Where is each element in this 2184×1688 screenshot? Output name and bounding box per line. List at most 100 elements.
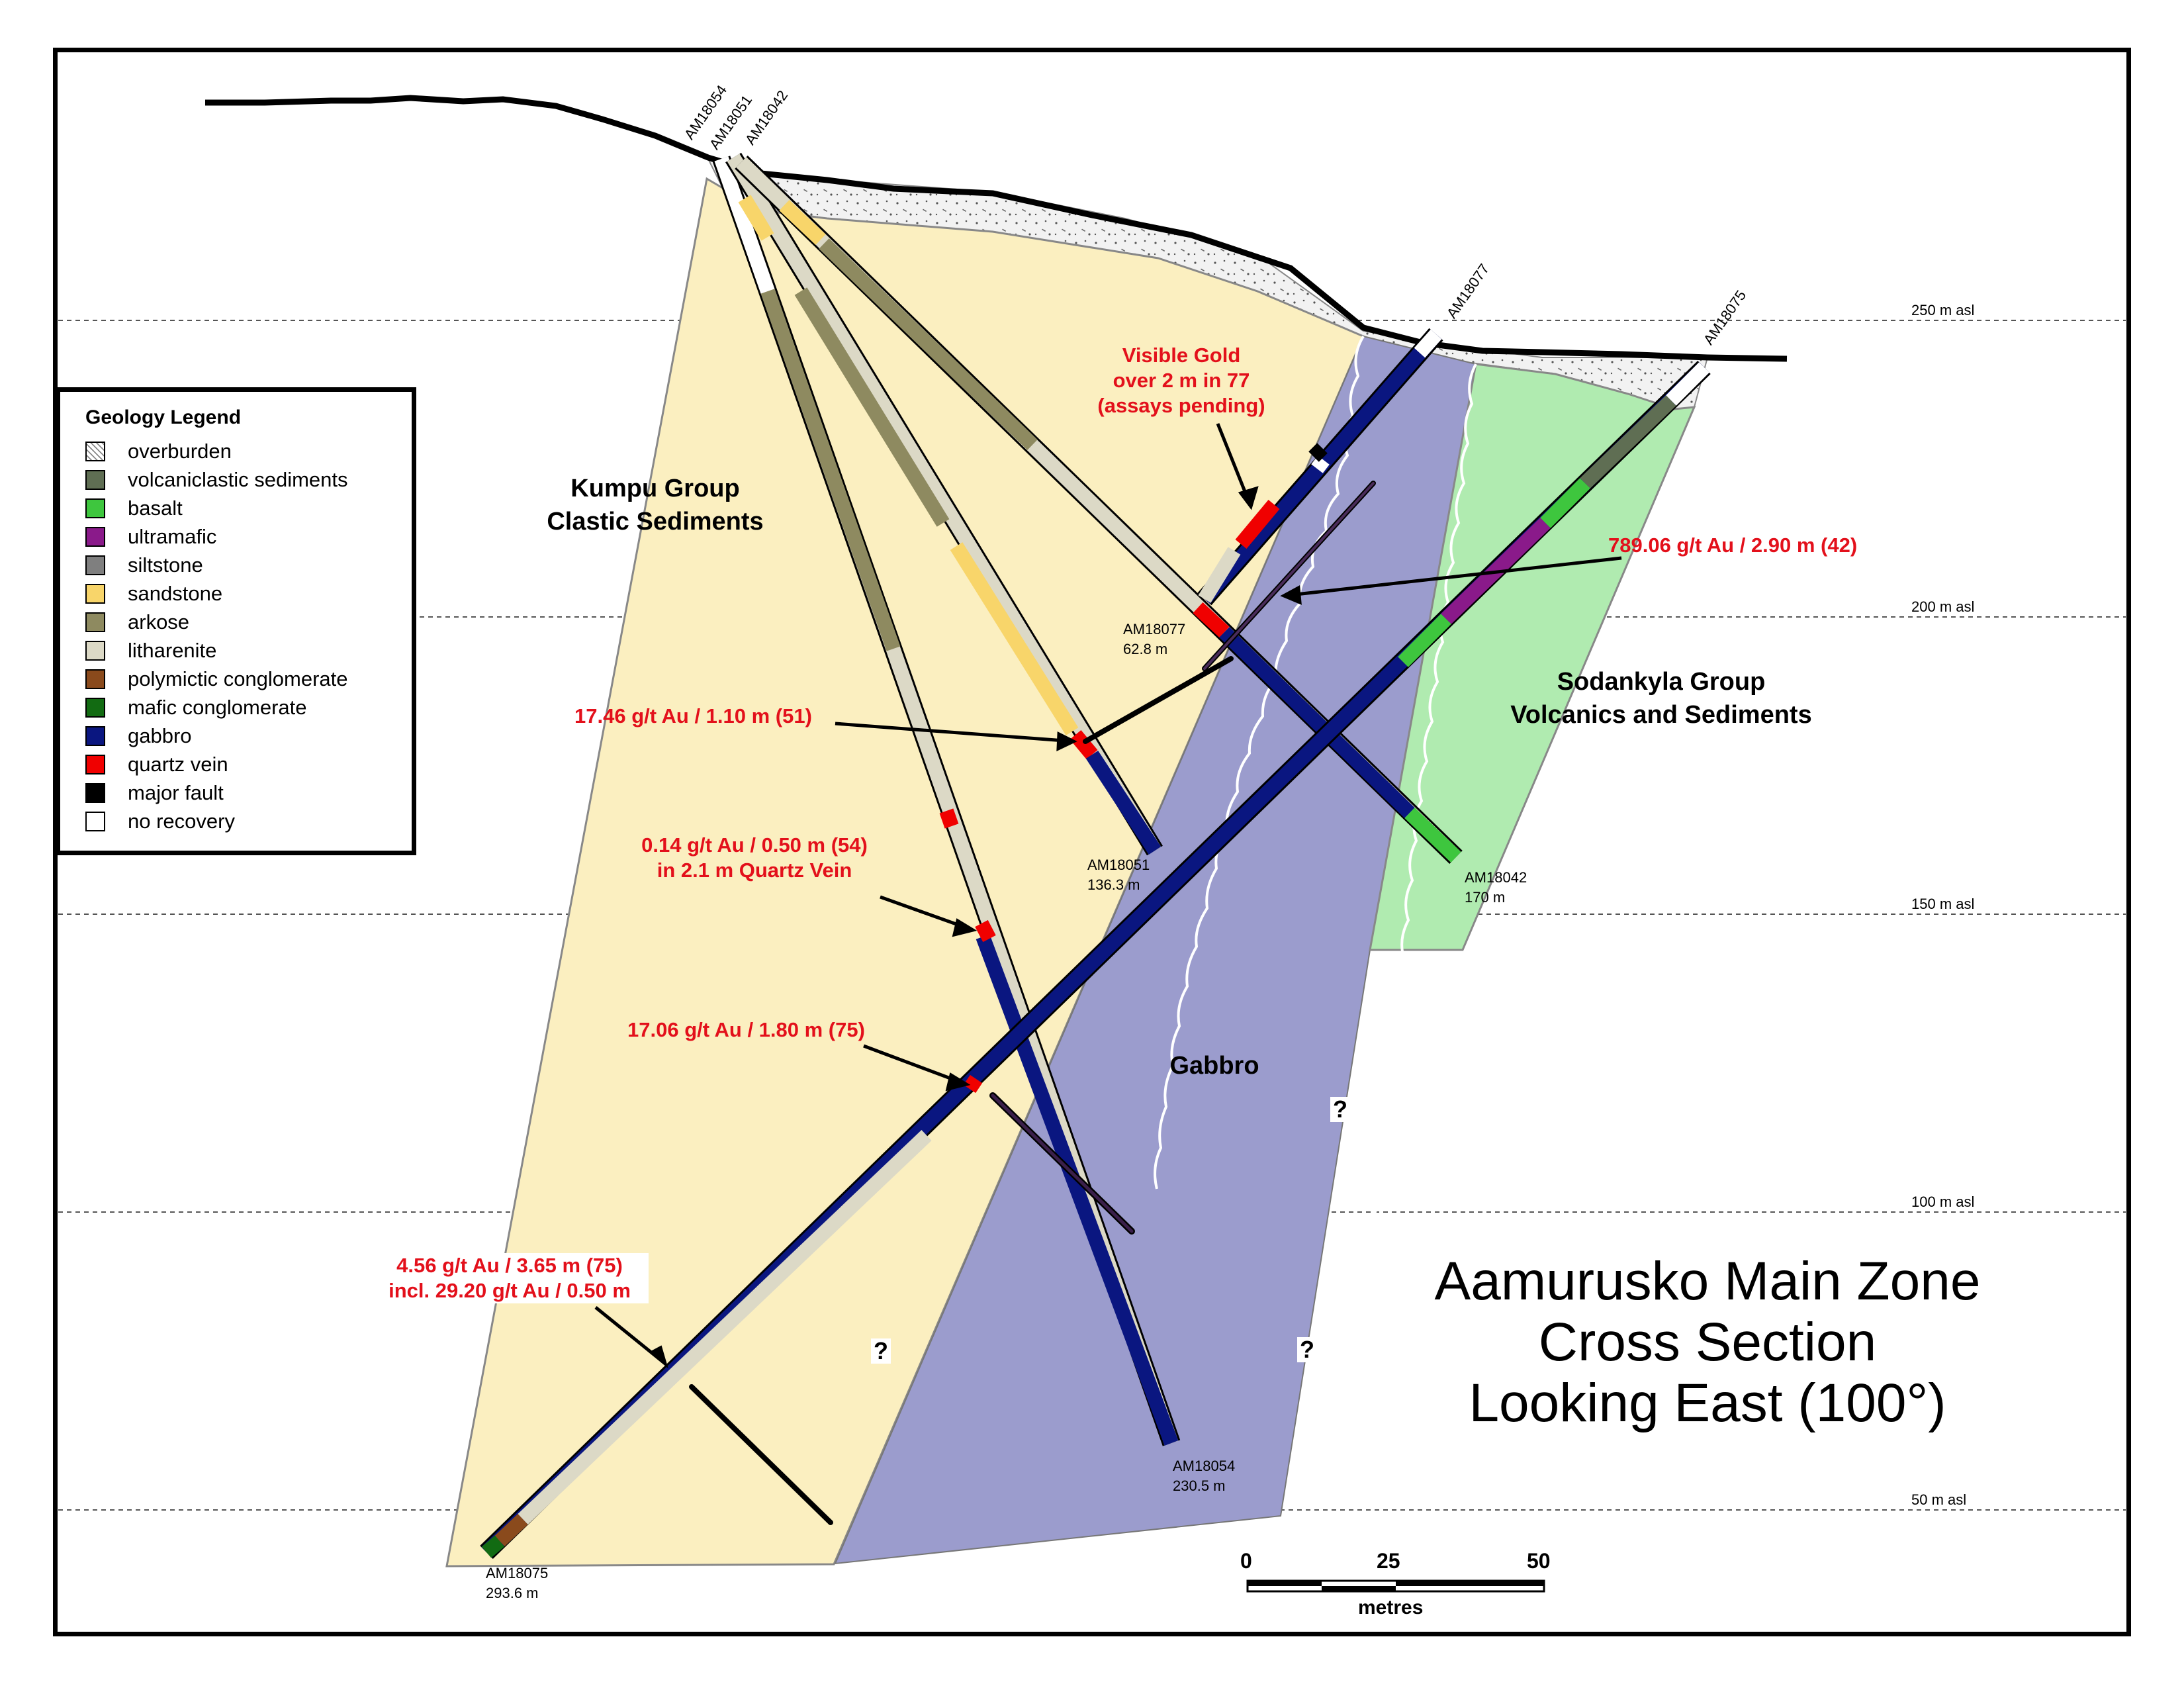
legend-label: siltstone — [128, 553, 203, 577]
hole-depth: 136.3 m — [1087, 876, 1140, 893]
legend-item: litharenite — [85, 636, 412, 665]
hole-am18054-norecovery — [714, 156, 775, 294]
arrowhead-a75a — [945, 1072, 971, 1092]
hole-am18075-polycong — [494, 1513, 528, 1547]
scale-tick-0: 0 — [1240, 1549, 1252, 1573]
uncertain-contact-mark: ? — [871, 1338, 891, 1364]
legend-item: siltstone — [85, 551, 412, 579]
legend-label: arkose — [128, 610, 190, 633]
hole-am18075-top — [1666, 362, 1709, 406]
hole-depth: 62.8 m — [1123, 641, 1168, 657]
elevation-label-50: 50 m asl — [1911, 1491, 1967, 1508]
gabbro-unit-area — [834, 335, 1477, 1565]
sodankyla-unit-area — [1369, 363, 1696, 951]
structure-mid — [1083, 656, 1234, 744]
annotation-am18054: 0.14 g/t Au / 0.50 m (54) in 2.1 m Quart… — [641, 833, 868, 882]
arrow-a42 — [1283, 556, 1622, 598]
hole-id: AM18051 — [1087, 857, 1150, 873]
topography-line — [205, 95, 1788, 362]
legend-label: polymictic conglomerate — [128, 667, 348, 690]
polymictic-conglomerate-swatch — [85, 669, 105, 689]
arrowhead-a54 — [952, 918, 978, 937]
legend-label: ultramafic — [128, 524, 217, 548]
hole-id: AM18075 — [486, 1565, 549, 1581]
hole-am18054-arkose — [760, 289, 901, 651]
gabbro-east-contact — [1345, 363, 1477, 1517]
hole-am18042-qv — [1193, 602, 1230, 638]
hole-am18042-gabbro — [1219, 627, 1415, 818]
legend-label: basalt — [128, 496, 183, 520]
legend-label: mafic conglomerate — [128, 695, 307, 719]
hole-am18075-maficcong — [481, 1535, 505, 1558]
annotation-am18075-upper: 17.06 g/t Au / 1.80 m (75) — [627, 1018, 865, 1041]
elevation-label-150: 150 m asl — [1911, 896, 1975, 912]
hole-am18075-volc — [1580, 395, 1676, 489]
hole-am18054-qv1 — [939, 808, 959, 829]
annotation-am18075-lower: 4.56 g/t Au / 3.65 m (75) incl. 29.20 g/… — [371, 1253, 649, 1303]
legend-item: mafic conglomerate — [85, 693, 412, 722]
hole-am18051-sand2 — [950, 542, 1079, 735]
hole-am18054-gabbro — [976, 934, 1179, 1446]
gabbro-west-contact — [1154, 335, 1365, 1190]
hole-am18077-fault — [1308, 443, 1328, 462]
elevation-label-250: 250 m asl — [1911, 302, 1975, 318]
elevation-label-100: 100 m asl — [1911, 1194, 1975, 1210]
legend-label: overburden — [128, 439, 232, 463]
hole-id: AM18042 — [1465, 869, 1527, 886]
legend-label: gabbro — [128, 724, 192, 747]
gabbro-swatch — [85, 726, 105, 746]
hole-am18042-sand — [779, 200, 826, 245]
title-line-3: Looking East (100°) — [1469, 1373, 1946, 1433]
arrowhead-a75b — [649, 1345, 668, 1369]
legend-item: polymictic conglomerate — [85, 665, 412, 693]
hole-am18042-arkose — [819, 238, 1038, 450]
legend-item: arkose — [85, 608, 412, 636]
legend-label: volcaniclastic sediments — [128, 467, 348, 491]
sodankyla-unit-label: Sodankyla Group Volcanics and Sediments — [1510, 668, 1812, 729]
hole-am18042-basalt — [1404, 808, 1461, 863]
quartz-vein-swatch — [85, 754, 105, 774]
ultramafic-swatch — [85, 526, 105, 547]
no-recovery-swatch — [85, 811, 105, 831]
map-frame — [53, 48, 2131, 1636]
hole-am18077-top — [1414, 329, 1442, 358]
hole-am18075-basalt1 — [1540, 478, 1590, 528]
legend-item: basalt — [85, 494, 412, 522]
hole-am18054-qv2 — [975, 919, 996, 943]
legend-item: quartz vein — [85, 750, 412, 778]
drill-holes — [480, 152, 1711, 1560]
scale-seg-3 — [1396, 1581, 1544, 1586]
section-title: Aamurusko Main Zone Cross Section Lookin… — [1377, 1251, 2038, 1434]
hole-id: AM18054 — [1173, 1458, 1236, 1474]
gabbro-unit-label: Gabbro — [1169, 1052, 1259, 1080]
mafic-conglomerate-swatch — [85, 697, 105, 718]
annotation-visible-gold: Visible Gold over 2 m in 77 (assays pend… — [1097, 344, 1265, 417]
volcaniclastic-swatch — [85, 469, 105, 490]
hole-am18077-nr1 — [1311, 455, 1330, 473]
hole-depth: 230.5 m — [1173, 1477, 1226, 1494]
legend-item: major fault — [85, 778, 412, 807]
title-line-1: Aamurusko Main Zone — [1434, 1251, 1981, 1311]
arrowhead-a42 — [1280, 585, 1302, 605]
legend-item: ultramafic — [85, 522, 412, 551]
hole-am18051-qv — [1069, 729, 1098, 760]
legend-label: no recovery — [128, 809, 235, 833]
hole-am18075-qv — [963, 1074, 983, 1094]
legend-label: sandstone — [128, 581, 223, 605]
legend-item: overburden — [85, 437, 412, 465]
hole-end-am18054: AM18054 230.5 m — [1173, 1456, 1235, 1496]
annotation-arrows — [594, 423, 1622, 1369]
siltstone-swatch — [85, 555, 105, 575]
scale-seg-2 — [1322, 1586, 1396, 1591]
uncertain-contact-mark: ? — [1330, 1097, 1350, 1122]
basalt-swatch — [85, 498, 105, 518]
scale-unit: metres — [1358, 1597, 1424, 1618]
hole-am18051-arkose — [794, 287, 950, 527]
structure-upper-fill — [1203, 482, 1375, 670]
hole-depth: 170 m — [1465, 889, 1506, 906]
scale-tick-50: 50 — [1527, 1549, 1551, 1573]
hole-am18051-gabbro — [1085, 750, 1161, 855]
scale-bar — [1246, 1579, 1545, 1593]
